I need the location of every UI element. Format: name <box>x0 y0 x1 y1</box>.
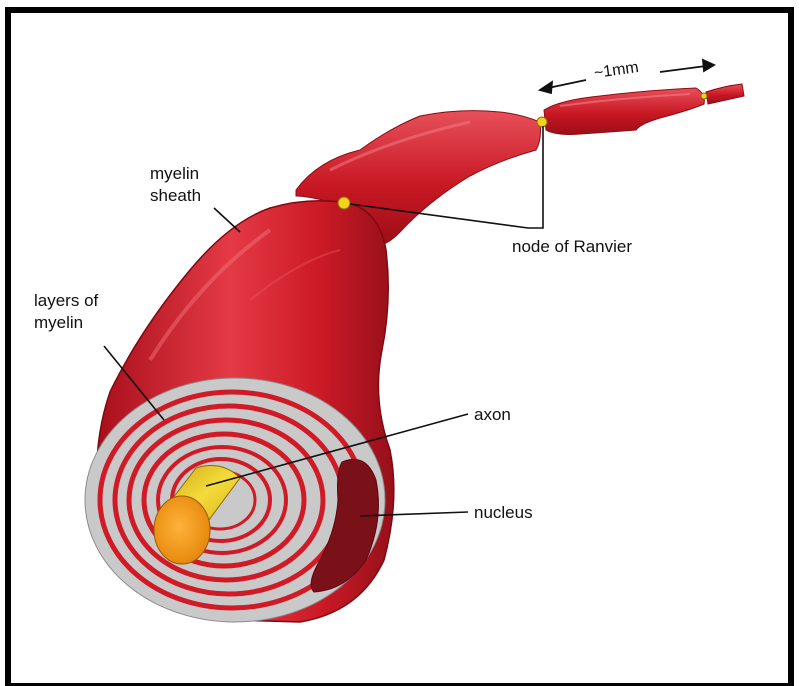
layers-label-line1: layers of <box>34 290 98 312</box>
axon-label: axon <box>474 404 511 426</box>
node-of-ranvier-1 <box>338 197 350 209</box>
myelin-sheath-label-line1: myelin <box>150 163 201 185</box>
leader-myelin-sheath <box>214 208 240 232</box>
layers-label-line2: myelin <box>34 312 98 334</box>
myelin-segment-far <box>706 84 744 104</box>
myelin-segment-second <box>544 88 704 135</box>
node-of-ranvier-2 <box>537 117 547 127</box>
myelin-sheath-label-line2: sheath <box>150 185 201 207</box>
nucleus-label: nucleus <box>474 502 533 524</box>
node-of-ranvier-label: node of Ranvier <box>512 236 632 258</box>
myelin-sheath-label: myelin sheath <box>150 163 201 207</box>
layers-of-myelin-label: layers of myelin <box>34 290 98 334</box>
node-of-ranvier-3 <box>701 93 707 99</box>
